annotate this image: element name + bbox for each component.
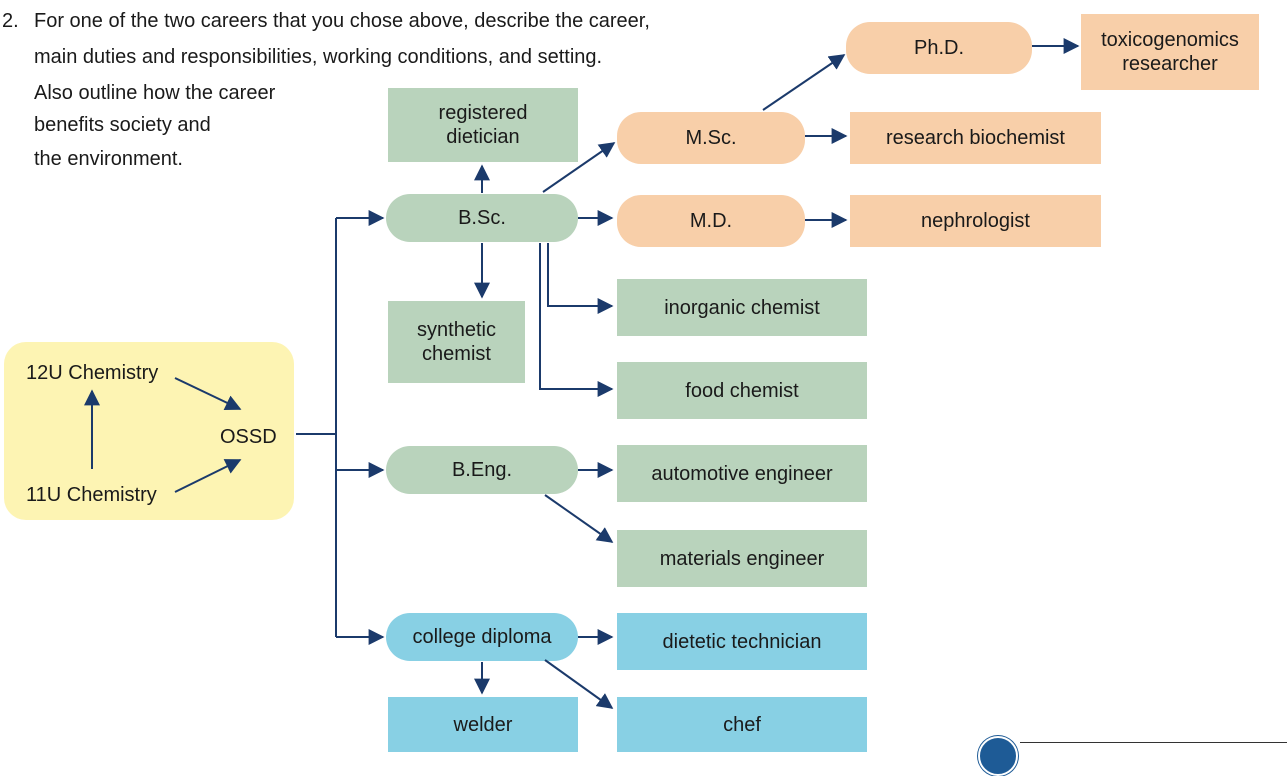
arrow-beng-to-materials: [544, 494, 614, 543]
registered-dietician-box: registered dietician: [388, 88, 578, 162]
high-school-region: [4, 342, 294, 520]
materials-engineer-box: materials engineer: [617, 530, 867, 587]
nephrologist-box: nephrologist: [850, 195, 1101, 247]
connector-arrows: [84, 38, 1080, 709]
research-biochemist-box: research biochemist: [850, 112, 1101, 164]
publisher-logo-icon: [978, 736, 1018, 776]
food-chemist-box: food chemist: [617, 362, 867, 419]
phd-node: Ph.D.: [846, 22, 1032, 74]
arrow-chem11-to-ossd: [174, 459, 242, 493]
question-line-3: Also outline how the career: [34, 82, 276, 104]
arrow-msc-to-phd: [762, 54, 846, 111]
question-number: 2.: [2, 10, 19, 32]
chef-box: chef: [617, 697, 867, 752]
chem11-label: 11U Chemistry: [26, 484, 157, 506]
msc-node: M.Sc.: [617, 112, 805, 164]
question-line-5: the environment.: [34, 148, 183, 170]
inorganic-chemist-box: inorganic chemist: [617, 279, 867, 336]
arrow-college-to-chef: [544, 659, 614, 709]
dietetic-technician-box: dietetic technician: [617, 613, 867, 670]
chem12-label: 12U Chemistry: [26, 362, 159, 384]
ossd-label: OSSD: [220, 426, 277, 448]
welder-box: welder: [388, 697, 578, 752]
beng-node: B.Eng.: [386, 446, 578, 494]
arrow-chem12-to-ossd: [174, 377, 242, 411]
college-diploma-node: college diploma: [386, 613, 578, 661]
arrow-bsc-to-inorganic: [547, 243, 614, 314]
toxicogenomics-researcher-box: toxicogenomics researcher: [1081, 14, 1259, 90]
footer-rule: [1020, 742, 1287, 743]
synthetic-chemist-box: synthetic chemist: [388, 301, 525, 383]
md-node: M.D.: [617, 195, 805, 247]
question-line-2: main duties and responsibilities, workin…: [34, 46, 603, 68]
arrow-bsc-to-msc: [542, 142, 616, 193]
automotive-engineer-box: automotive engineer: [617, 445, 867, 502]
bsc-node: B.Sc.: [386, 194, 578, 242]
arrow-bsc-to-food: [539, 243, 614, 397]
question-line-4: benefits society and: [34, 114, 211, 136]
question-line-1: For one of the two careers that you chos…: [34, 10, 650, 32]
